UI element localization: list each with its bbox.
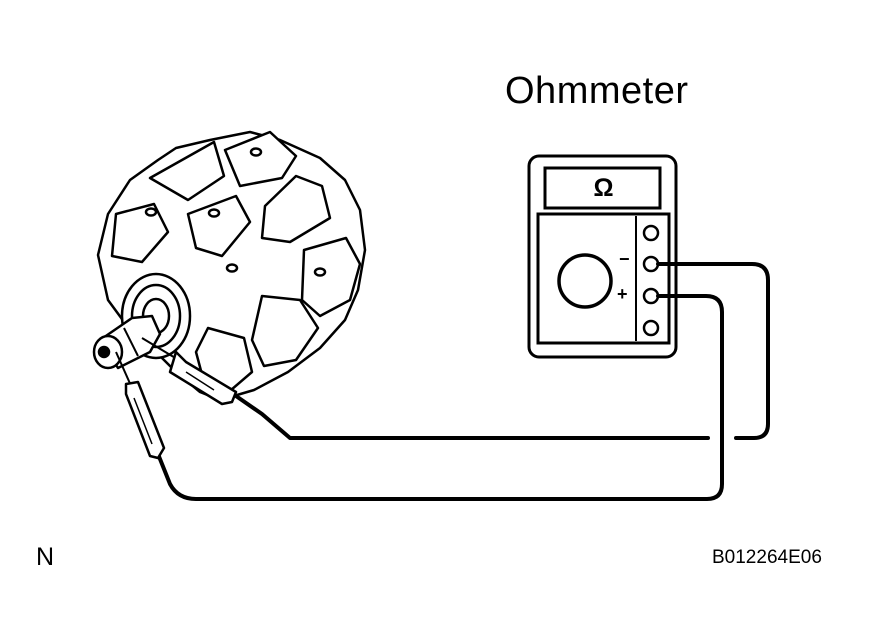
probe-lower-handle	[124, 380, 166, 460]
probe-upper-handle	[168, 350, 238, 406]
claw-pole-8	[186, 194, 252, 258]
rotor-hole-5	[313, 267, 327, 277]
ohmmeter-display-symbol: Ω	[593, 174, 614, 202]
claw-pole-1	[148, 140, 226, 202]
probes	[115, 337, 238, 460]
positive-terminal-sign: +	[617, 284, 628, 304]
ohmmeter-label: Ohmmeter	[505, 70, 689, 112]
ohmmeter	[527, 154, 678, 359]
alternator-rotor	[96, 130, 367, 402]
test-leads	[156, 262, 770, 501]
ohmmeter-terminal-positive	[642, 287, 660, 305]
probe-lower-tip	[115, 351, 133, 389]
claw-pole-3	[260, 174, 332, 244]
claw-pole-2	[223, 130, 298, 188]
rotor-hole-1	[144, 207, 158, 217]
probe-lower-highlight	[133, 397, 153, 445]
claw-pole-4	[300, 236, 362, 318]
slip-rings	[92, 314, 162, 370]
rotor-hole-3	[249, 147, 263, 157]
shaft-bore	[97, 345, 111, 359]
probe-upper-highlight	[185, 371, 215, 391]
ohmmeter-terminal-negative	[642, 255, 660, 273]
ohmmeter-case	[527, 154, 678, 359]
slip-ring-groove	[123, 327, 139, 357]
ohmmeter-terminal-1	[642, 224, 660, 242]
positive-lead-wire	[156, 294, 724, 501]
negative-lead-wire-probe-side	[234, 394, 710, 440]
ohmmeter-display	[543, 166, 662, 210]
negative-terminal-sign: −	[619, 249, 630, 269]
corner-code: N	[36, 543, 55, 571]
claw-pole-7	[110, 202, 170, 264]
figure-id: B012264E06	[712, 547, 822, 568]
ohmmeter-dial-knob	[557, 253, 613, 309]
ohmmeter-terminal-4	[642, 319, 660, 337]
rotor-hole-2	[207, 208, 221, 218]
rotor-hole-4	[225, 263, 239, 273]
claw-pole-5	[250, 294, 320, 368]
ohmmeter-panel	[536, 212, 671, 345]
negative-lead-wire-meter-side	[656, 262, 770, 440]
